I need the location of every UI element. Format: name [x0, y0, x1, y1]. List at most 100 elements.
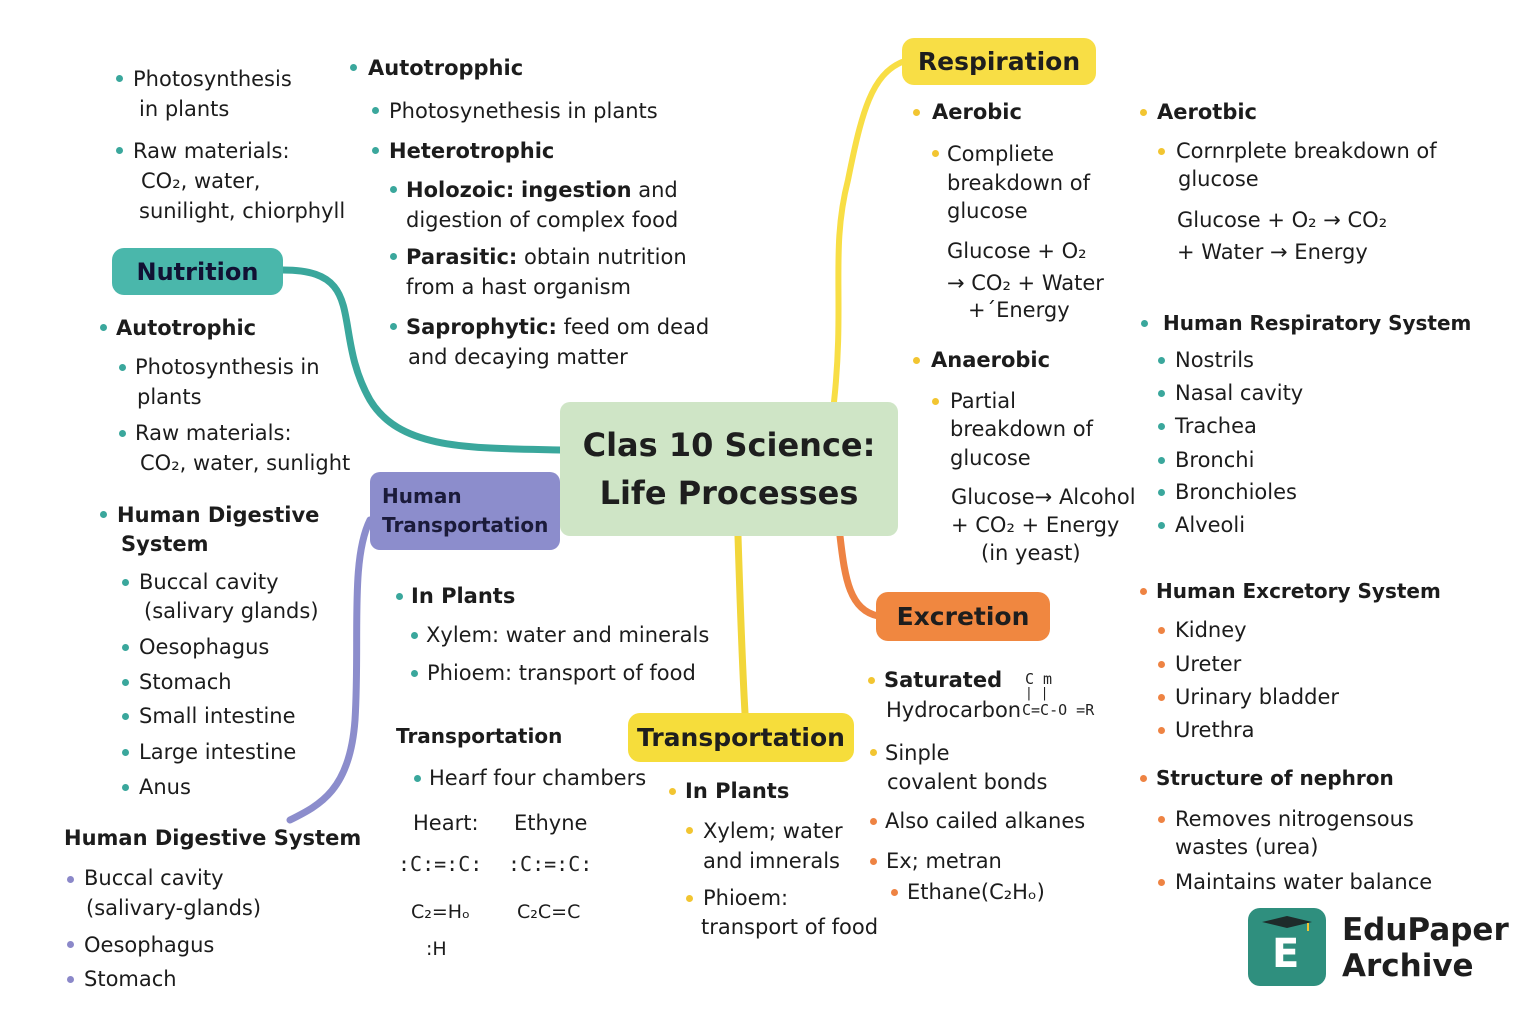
aerobic-eq-line3: +´Energy	[968, 298, 1070, 322]
bullet-dot	[686, 827, 693, 834]
bullet-dot	[1158, 816, 1165, 823]
bullet-dot	[119, 430, 126, 437]
bullet-dot	[1158, 390, 1165, 397]
bullet-dot	[1140, 775, 1147, 782]
parasitic-rest: obtain nutrition	[524, 245, 687, 269]
link-excretion	[836, 532, 882, 620]
digestive-item: Stomach	[139, 670, 232, 694]
anaerobic-eq-line2: + CO₂ + Energy	[951, 513, 1120, 537]
top-left-item1-line2: in plants	[139, 97, 230, 121]
ethane-text: Ethane(C₂Hₒ)	[907, 880, 1045, 904]
holozoic-rest: and	[638, 178, 678, 202]
nephron-item2: Maintains water balance	[1175, 870, 1433, 894]
aerotbic-desc-line2: glucose	[1178, 167, 1259, 191]
saprophytic-line2: and decaying matter	[408, 345, 628, 369]
bullet-dot	[67, 876, 74, 883]
bullet-dot	[390, 323, 397, 330]
ht-transportation-heading: Transportation	[396, 724, 563, 748]
nutrition-item2-line1: Raw materials:	[135, 421, 292, 445]
bullet-dot	[350, 64, 357, 71]
sinple-line2: covalent bonds	[887, 770, 1048, 794]
brand-name: EduPaper Archive	[1342, 912, 1509, 984]
bullet-dot	[122, 644, 129, 651]
autotrophic-item: Photosynethesis in plants	[389, 99, 658, 123]
saprophytic-label: Saprophytic:	[406, 315, 557, 339]
bullet-dot	[116, 75, 123, 82]
bullet-dot	[1158, 522, 1165, 529]
bullet-dot	[100, 511, 107, 518]
heterotrophic-heading: Heterotrophic	[389, 139, 555, 163]
bullet-dot	[669, 788, 676, 795]
anaerobic-eq-line3: (in yeast)	[981, 541, 1081, 565]
aerobic-eq-line2: → CO₂ + Water	[947, 271, 1104, 295]
bullet-dot	[396, 593, 403, 600]
nutrition-node: Nutrition	[112, 248, 283, 295]
link-nutrition	[279, 266, 564, 454]
hydrocarbon-struct-top: C m	[1025, 670, 1053, 688]
bullet-dot	[1158, 627, 1165, 634]
digestive-item: Buccal cavity	[139, 570, 279, 594]
nutrition-item1-line1: Photosynthesis in	[135, 355, 320, 379]
ethyne-formula: C₂C=C	[517, 901, 581, 923]
transportation-node: Transportation	[628, 713, 854, 762]
parasitic-line2: from a hast organism	[406, 275, 631, 299]
ht-in-plants: In Plants	[411, 584, 516, 608]
digestive-purple-item: Buccal cavity	[84, 866, 224, 890]
hydrocarbon-struct-mid: | |	[1025, 686, 1049, 701]
central-title-line1: Clas 10 Science:	[582, 426, 876, 464]
respiratory-item: Nasal cavity	[1175, 381, 1304, 405]
saturated-label: Saturated	[884, 668, 1003, 692]
top-left-item1-line1: Photosynthesis	[133, 67, 292, 91]
bullet-dot	[1158, 694, 1165, 701]
bullet-dot	[1158, 661, 1165, 668]
bullet-dot	[1158, 148, 1165, 155]
ht-xylem: Xylem: water and minerals	[426, 623, 710, 647]
bullet-dot	[390, 186, 397, 193]
bullet-dot	[1140, 588, 1147, 595]
digestive-item: Small intestine	[139, 704, 296, 728]
digestive-item: Oesophagus	[139, 635, 270, 659]
human-transportation-node: Human Transportation	[370, 472, 560, 550]
link-respiration	[831, 59, 905, 405]
human-transportation-line1: Human	[382, 484, 462, 508]
bullet-dot	[686, 895, 693, 902]
anaerobic-eq-line1: Glucose→ Alcohol	[951, 485, 1136, 509]
bullet-dot	[870, 858, 877, 865]
bullet-dot	[372, 147, 379, 154]
central-topic: Clas 10 Science: Life Processes	[560, 402, 898, 536]
tp-phloem-line1: Phioem:	[703, 886, 789, 910]
bullet-dot	[932, 150, 939, 157]
logo-letter: E	[1272, 931, 1300, 977]
bullet-dot	[1158, 357, 1165, 364]
saprophytic-line1: Saprophytic: feed om dead	[406, 313, 709, 342]
tp-in-plants: In Plants	[685, 779, 790, 803]
bullet-dot	[122, 749, 129, 756]
autotrophic-heading: Autotropphic	[368, 56, 524, 80]
bullet-dot	[1158, 423, 1165, 430]
bullet-dot	[870, 818, 877, 825]
excretory-heading: Human Excretory System	[1156, 579, 1441, 603]
bullet-dot	[1158, 879, 1165, 886]
digestive-item: Large intestine	[139, 740, 297, 764]
parasitic-label: Parasitic:	[406, 245, 518, 269]
aerobic-desc-line2: breakdown of	[947, 171, 1091, 195]
excretory-item: Kidney	[1175, 618, 1247, 642]
bullet-dot	[932, 398, 939, 405]
bullet-dot	[100, 324, 107, 331]
bullet-dot	[414, 775, 421, 782]
aerotbic-eq-line2: + Water → Energy	[1177, 240, 1368, 264]
human-transportation-line2: Transportation	[382, 513, 549, 537]
bullet-dot	[122, 784, 129, 791]
aerotbic-desc-line1: Cornrplete breakdown of	[1176, 139, 1437, 163]
bullet-dot	[67, 941, 74, 948]
digestive-purple-item: Oesophagus	[84, 933, 215, 957]
anaerobic-desc-line2: breakdown of	[950, 417, 1094, 441]
nephron-item1-line2: wastes (urea)	[1175, 835, 1319, 859]
excretory-item: Ureter	[1175, 652, 1242, 676]
aerotbic-eq-line1: Glucose + O₂ → CO₂	[1177, 208, 1388, 232]
hydrocarbon-label: Hydrocarbon	[886, 698, 1022, 722]
holozoic-line1: Holozoic: ingestion and	[406, 176, 678, 205]
brand-logo: E	[1248, 908, 1326, 986]
graduation-cap-icon	[1262, 916, 1312, 931]
